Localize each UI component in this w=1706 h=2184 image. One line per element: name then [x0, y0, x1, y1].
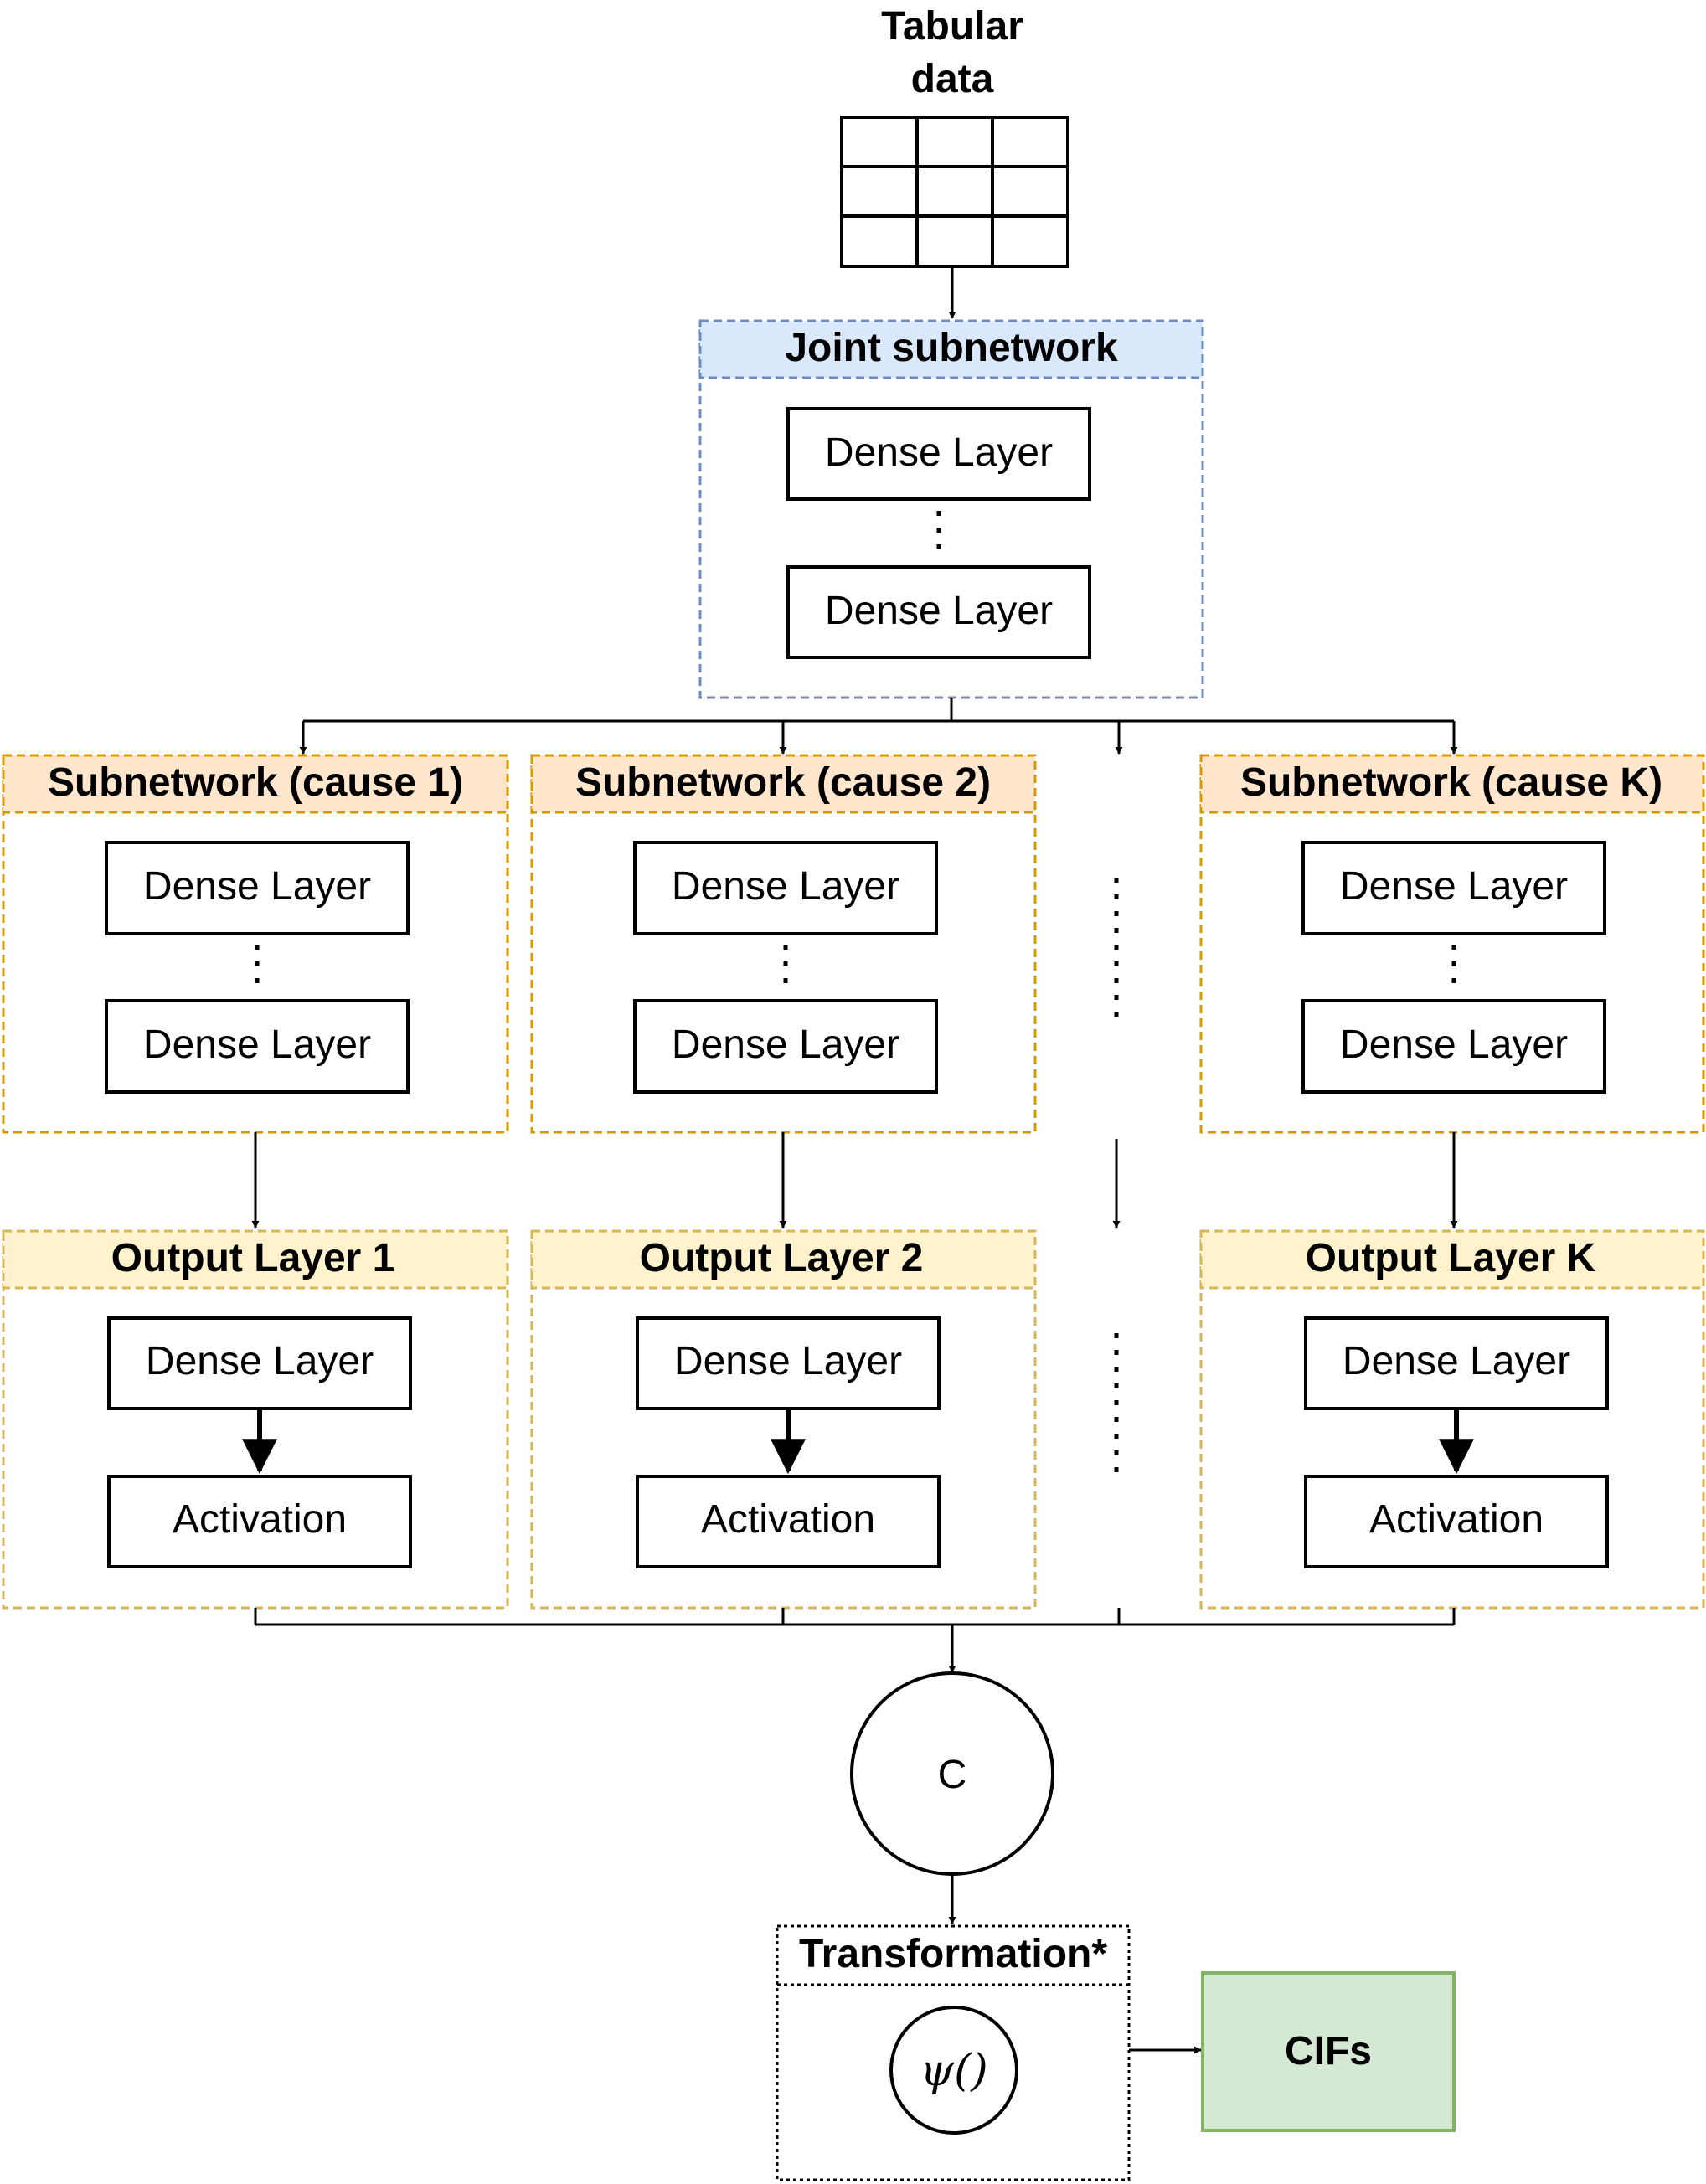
subnet-2-dense-1-label: Dense Layer — [672, 864, 899, 909]
joint-title: Joint subnetwork — [785, 326, 1118, 370]
subnet-1-title: Subnetwork (cause 1) — [48, 760, 463, 805]
cifs-box — [1201, 1971, 1456, 2132]
subnet-k-title: Subnetwork (cause K) — [1240, 760, 1662, 805]
subnet-1-dense-2-label: Dense Layer — [143, 1022, 371, 1067]
table-icon — [840, 116, 1069, 268]
output-1-dense-label: Dense Layer — [146, 1339, 374, 1383]
output-k-activation-label: Activation — [1369, 1497, 1544, 1542]
subnet-k-dense-2-label: Dense Layer — [1340, 1022, 1568, 1067]
output-2-title: Output Layer 2 — [640, 1236, 924, 1280]
subnet-to-output-arrows — [251, 1132, 1458, 1228]
subnet-1-dense-1-label: Dense Layer — [143, 864, 371, 909]
subnetwork-cause-k: Subnetwork (cause K) Dense Layer Dense L… — [1199, 754, 1705, 1134]
output-2-dense-label: Dense Layer — [674, 1339, 902, 1383]
subnet-2-title: Subnetwork (cause 2) — [575, 760, 991, 805]
output-layer-1: Output Layer 1 Dense Layer Activation — [2, 1229, 509, 1610]
output-1-activation-label: Activation — [173, 1497, 347, 1542]
output-2-activation-label: Activation — [701, 1497, 875, 1542]
output-layer-2: Output Layer 2 Dense Layer Activation — [530, 1229, 1037, 1610]
branch-connectors — [299, 698, 1458, 755]
output-1-title: Output Layer 1 — [111, 1236, 395, 1280]
input-title-line2: data — [911, 57, 994, 101]
subnet-2-dense-2-label: Dense Layer — [672, 1022, 899, 1067]
input-title-line1: Tabular — [881, 4, 1023, 49]
joint-dense-layer-1-label: Dense Layer — [825, 430, 1053, 475]
joint-dense-layer-1 — [786, 407, 1091, 501]
output-k-dense-label: Dense Layer — [1343, 1339, 1570, 1383]
merge-connectors — [254, 1608, 1456, 1673]
transformation-block: Transformation* ψ() — [776, 1924, 1131, 2181]
subnetwork-cause-1: Subnetwork (cause 1) Dense Layer Dense L… — [2, 754, 509, 1134]
cifs-label: CIFs — [1285, 2029, 1372, 2073]
output-layer-k: Output Layer K Dense Layer Activation — [1199, 1229, 1705, 1610]
subnetwork-cause-2: Subnetwork (cause 2) Dense Layer Dense L… — [530, 754, 1037, 1134]
joint-subnetwork: Joint subnetwork Dense Layer Dense Layer — [698, 319, 1204, 699]
output-k-title: Output Layer K — [1306, 1236, 1596, 1280]
subnet-k-dense-1-label: Dense Layer — [1340, 864, 1568, 909]
joint-dense-layer-2-label: Dense Layer — [825, 589, 1053, 633]
transform-title: Transformation* — [799, 1932, 1107, 1976]
concat-label: C — [938, 1753, 967, 1797]
psi-label: ψ() — [920, 2046, 987, 2096]
psi-node — [889, 2006, 1018, 2135]
joint-dense-layer-2 — [786, 565, 1091, 659]
